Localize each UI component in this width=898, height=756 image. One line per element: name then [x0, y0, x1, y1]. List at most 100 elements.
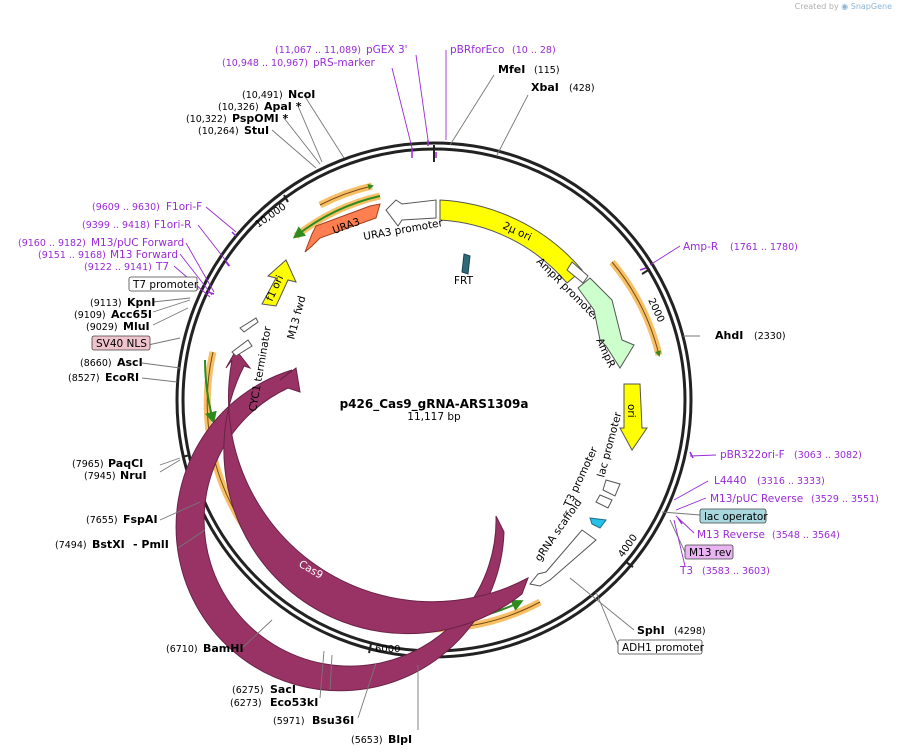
primer-pbrforeco-pos: (10 .. 28): [512, 45, 556, 56]
primer-m13-puc-forward-pos: (9160 .. 9182): [18, 238, 86, 249]
feature-lac-promoter[interactable]: [602, 479, 621, 497]
enzyme-kpni-pos: (9113): [90, 298, 122, 309]
primer-f1ori-r: F1ori-R: [154, 219, 191, 231]
primer-f1ori-f-pos: (9609 .. 9630): [92, 202, 160, 213]
primer-amp-r-pos: (1761 .. 1780): [730, 242, 798, 253]
enzyme-sphi: SphI: [637, 624, 665, 637]
primer-pbr322ori-f-pos: (3063 .. 3082): [794, 450, 862, 461]
label-lac-operator: lac operator: [704, 511, 768, 523]
enzyme-pspomi: PspOMI *: [232, 112, 289, 125]
feature-grna-scaffold[interactable]: [529, 529, 597, 587]
primer-f1ori-r-pos: (9399 .. 9418): [82, 220, 150, 231]
primer-m13-reverse-pos: (3548 .. 3564): [772, 530, 840, 541]
enzyme-leader-lines: [141, 74, 701, 730]
feature-m13-fwd[interactable]: [239, 317, 259, 333]
enzyme-bsu36i-pos: (5971): [273, 716, 305, 727]
primer-m13-reverse: M13 Reverse: [697, 529, 765, 541]
enzyme-acc65i: Acc65I: [111, 308, 152, 321]
feature-label-t3-promoter: T3 promoter: [561, 445, 600, 511]
label-m13-rev: M13 rev: [689, 547, 732, 559]
feature-ura3-promoter[interactable]: [385, 199, 437, 227]
enzyme-nrui-pos: (7945): [84, 471, 116, 482]
enzyme-apai: ApaI *: [264, 100, 302, 113]
enzyme-pmli: - PmlI: [133, 538, 169, 551]
primer-f1ori-f: F1ori-F: [166, 201, 202, 213]
primer-labels: pBRforEco (10 .. 28) (11,067 .. 11,089) …: [18, 44, 879, 577]
enzyme-paqci: PaqCI: [108, 457, 143, 470]
tick-marks: [181, 194, 651, 654]
primer-prs-marker-pos: (10,948 .. 10,967): [222, 58, 308, 69]
feature-ori[interactable]: [619, 383, 648, 451]
primer-amp-r: Amp-R: [683, 241, 718, 253]
enzyme-xbai-pos: (428): [569, 83, 595, 94]
feature-cyc1-terminator[interactable]: [231, 339, 253, 357]
primer-prs-marker: pRS-marker: [313, 57, 376, 69]
enzyme-bstxi-pos: (7494): [55, 540, 87, 551]
feature-ura3[interactable]: [304, 203, 381, 253]
enzyme-ncoi-pos: (10,491): [242, 90, 283, 101]
primer-m13-puc-forward: M13/pUC Forward: [91, 237, 184, 249]
primer-t7-pos: (9122 .. 9141): [84, 262, 152, 273]
enzyme-blpi: BlpI: [388, 733, 412, 746]
enzyme-fspai-pos: (7655): [86, 515, 118, 526]
enzyme-nrui: NruI: [120, 469, 147, 482]
enzyme-saci: SacI: [270, 683, 296, 696]
watermark-brand: SnapGene: [850, 2, 892, 11]
enzyme-bamhi: BamHI: [203, 642, 244, 655]
feature-2u-ori[interactable]: [439, 199, 583, 284]
enzyme-pspomi-pos: (10,322): [186, 114, 227, 125]
feature-f1-ori[interactable]: [261, 259, 297, 307]
plasmid-length: 11,117 bp: [407, 411, 461, 423]
enzyme-ncoi: NcoI: [288, 88, 315, 101]
enzyme-bamhi-pos: (6710): [166, 644, 198, 655]
enzyme-ahdi: AhdI: [715, 329, 743, 342]
enzyme-acc65i-pos: (9109): [74, 310, 106, 321]
enzyme-xbai: XbaI: [531, 81, 559, 94]
primer-pbrforeco: pBRforEco: [450, 44, 504, 56]
enzyme-kpni: KpnI: [127, 296, 155, 309]
enzyme-ecori-pos: (8527): [68, 373, 100, 384]
primer-t7: T7: [155, 261, 169, 273]
feature-label-frt: FRT: [454, 275, 474, 287]
primer-m13-forward: M13 Forward: [110, 249, 178, 261]
enzyme-ahdi-pos: (2330): [754, 331, 786, 342]
enzyme-stui-pos: (10,264): [198, 126, 239, 137]
primer-pgex3: pGEX 3': [366, 44, 408, 56]
feature-cas9-outer[interactable]: [223, 349, 529, 635]
feature-cas9-inner[interactable]: [175, 367, 505, 692]
enzyme-stui: StuI: [244, 124, 269, 137]
primer-pgex3-pos: (11,067 .. 11,089): [275, 45, 361, 56]
enzyme-mlui: MluI: [123, 320, 150, 333]
enzyme-mfei: MfeI: [498, 63, 525, 76]
enzyme-eco53ki-pos: (6273): [230, 698, 262, 709]
boxed-labels: lac operator M13 rev SV40 NLS T7 promote…: [91, 276, 768, 655]
primer-t3: T3: [679, 565, 693, 577]
feature-label-ori: ori: [625, 404, 637, 418]
snapgene-logo-icon: ◉: [841, 2, 849, 11]
enzyme-labels: MfeI (115) XbaI (428) AhdI (2330) SphI (…: [55, 63, 786, 746]
tick-label-6000: 6000: [375, 644, 400, 655]
label-sv40-nls: SV40 NLS: [96, 338, 147, 350]
enzyme-eco53ki: Eco53kI: [270, 696, 318, 709]
feature-label-m13-fwd: M13 fwd: [285, 295, 308, 341]
enzyme-sphi-pos: (4298): [674, 626, 706, 637]
feature-t3-promoter[interactable]: [595, 494, 613, 509]
label-adh1-promoter: ADH1 promoter: [622, 642, 705, 654]
primer-l4440-pos: (3316 .. 3333): [757, 476, 825, 487]
feature-label-ura3-promoter: URA3 promoter: [362, 217, 444, 243]
enzyme-blpi-pos: (5653): [351, 735, 383, 746]
enzyme-bsu36i: Bsu36I: [312, 714, 354, 727]
enzyme-paqci-pos: (7965): [72, 459, 104, 470]
feature-ampr[interactable]: [577, 277, 635, 369]
primer-l4440: L4440: [714, 475, 747, 487]
primer-ticks: [207, 140, 694, 525]
primer-pbr322ori-f: pBR322ori-F: [720, 449, 785, 461]
enzyme-mfei-pos: (115): [534, 65, 560, 76]
feature-ampr-promoter[interactable]: [566, 261, 589, 284]
feature-frt[interactable]: [461, 253, 471, 275]
label-t7-promoter: T7 promoter: [132, 279, 199, 291]
tick-label-10000: 10,000: [253, 201, 288, 230]
primer-m13-puc-reverse-pos: (3529 .. 3551): [811, 494, 879, 505]
primer-m13-puc-reverse: M13/pUC Reverse: [710, 493, 803, 505]
enzyme-bstxi: BstXI: [92, 538, 125, 551]
